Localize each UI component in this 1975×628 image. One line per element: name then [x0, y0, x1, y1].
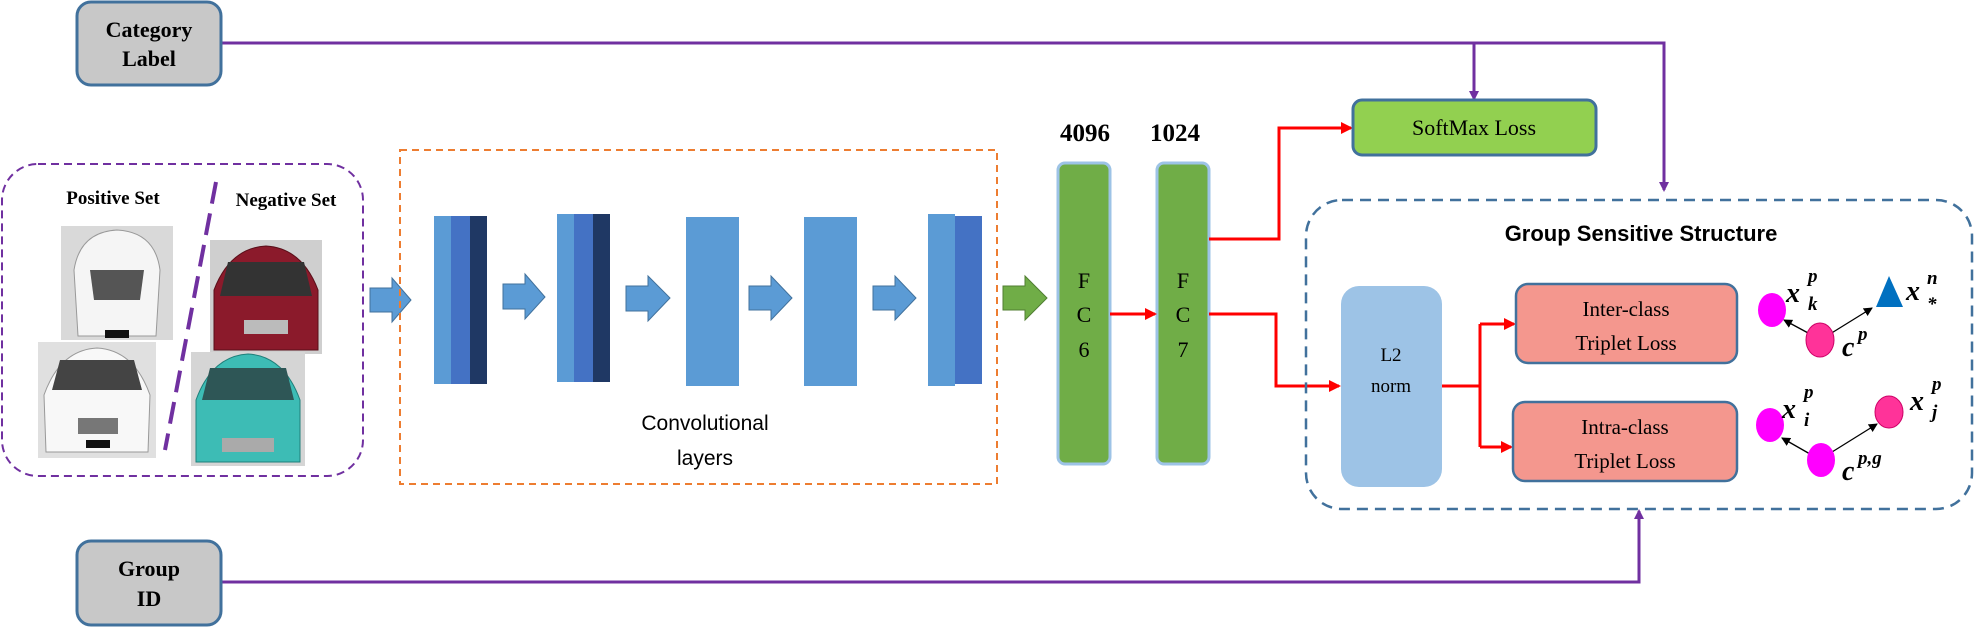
intra-label: Intra-class	[1581, 415, 1668, 439]
conv-layer-1	[434, 216, 487, 384]
negative-set-label: Negative Set	[236, 190, 337, 211]
category-label-connector	[221, 41, 1669, 192]
center-dot	[1805, 322, 1835, 358]
conv-layer-3	[686, 217, 739, 386]
arrow-icon	[625, 274, 671, 323]
inter-label: Triplet Loss	[1575, 331, 1676, 355]
fc-input-arrow-icon	[1002, 274, 1048, 322]
intra-label: Triplet Loss	[1574, 449, 1675, 473]
category-label-box: Category Label	[75, 0, 223, 87]
car-image-positive-1	[61, 226, 173, 340]
category-label-text: Category	[106, 17, 193, 42]
negative-triangle	[1876, 276, 1903, 307]
conv-layer-5	[928, 214, 982, 386]
fc7-layer: F C 7	[1155, 161, 1211, 466]
group-id-text: Group	[118, 556, 180, 581]
fc6-layer: F C 6	[1056, 161, 1112, 466]
image-set-panel: Positive Set Negative Set	[1, 163, 364, 477]
arrow-icon	[748, 274, 793, 322]
conv-layers-panel: Convolutional layers	[399, 149, 998, 485]
softmax-label: SoftMax Loss	[1412, 115, 1536, 140]
group-id-text: ID	[137, 586, 161, 611]
softmax-loss-box: SoftMax Loss	[1351, 98, 1598, 157]
fc7-dimension: 1024	[1150, 120, 1201, 147]
category-label-text: Label	[122, 46, 176, 71]
car-image-negative-1	[210, 240, 322, 354]
intra-class-triplet-loss-box: Intra-class Triplet Loss	[1511, 400, 1739, 483]
group-sensitive-structure: Group Sensitive Structure L2 norm Inter-…	[1304, 198, 1974, 511]
fc7-letter: 7	[1178, 337, 1189, 362]
car-image-negative-2	[191, 352, 305, 466]
car-image-positive-2	[38, 342, 156, 458]
fc6-letter: F	[1078, 268, 1090, 293]
fc7-letter: F	[1177, 268, 1189, 293]
fc6-letter: C	[1077, 302, 1092, 327]
group-id-connector	[221, 509, 1644, 584]
conv-layer-4	[804, 217, 857, 386]
input-arrow-icon	[369, 276, 412, 324]
fc7-letter: C	[1176, 302, 1191, 327]
l2-norm-box: L2 norm	[1341, 286, 1442, 487]
l2-label: norm	[1371, 376, 1411, 397]
conv-layer-2	[557, 214, 610, 382]
set-divider	[163, 181, 218, 451]
arrow-icon	[502, 272, 546, 321]
inter-label: Inter-class	[1582, 297, 1669, 321]
fc6-letter: 6	[1079, 337, 1090, 362]
fc6-dimension: 4096	[1060, 120, 1110, 147]
anchor-dot	[1756, 408, 1784, 442]
conv-label: layers	[677, 447, 733, 470]
group-center-dot	[1807, 443, 1835, 477]
anchor-dot	[1758, 293, 1786, 327]
positive-set-label: Positive Set	[66, 188, 160, 209]
group-structure-title: Group Sensitive Structure	[1505, 221, 1778, 246]
inter-class-triplet-loss-box: Inter-class Triplet Loss	[1514, 282, 1739, 365]
positive-dot	[1874, 395, 1904, 429]
red-connectors	[1110, 122, 1516, 453]
conv-label: Convolutional	[641, 412, 768, 435]
l2-label: L2	[1380, 345, 1401, 366]
group-id-box: Group ID	[75, 539, 223, 627]
arrow-icon	[872, 274, 917, 322]
